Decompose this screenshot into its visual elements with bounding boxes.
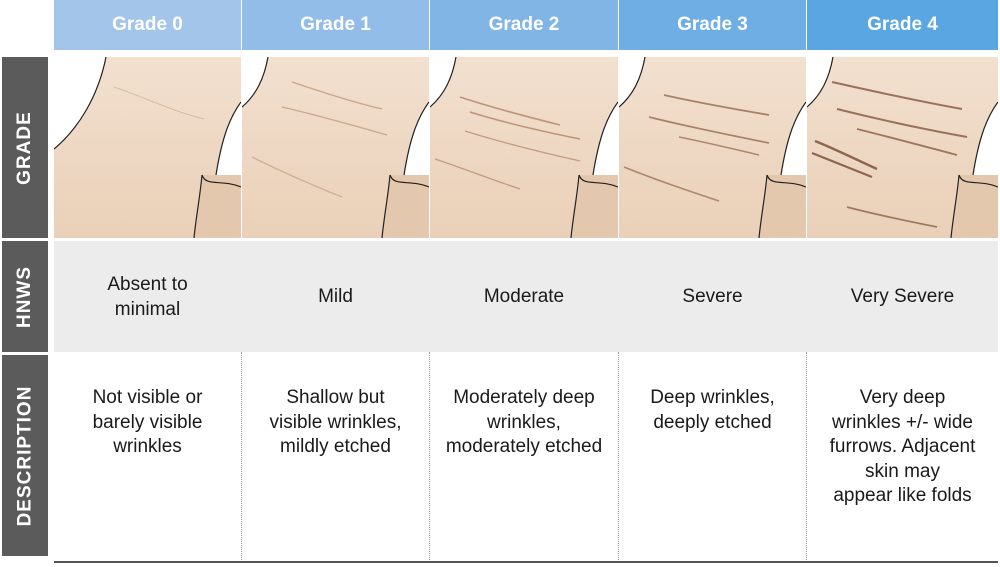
hnws-row-label: HNWS [2,241,48,352]
hnws-grade-0-line-1: Absent to [107,273,188,295]
column-divider [806,352,807,560]
description-grade-3: Deep wrinkles, deeply etched [650,387,775,433]
grade-0-header-label: Grade 0 [112,14,183,35]
description-row-label: DESCRIPTION [2,355,48,556]
hnws-row-background [54,241,998,352]
column-divider [429,352,430,560]
column-divider [241,352,242,560]
grade-2-header: Grade 2 [430,0,618,50]
grade-1-header: Grade 1 [242,0,429,50]
description-grade-0: Not visible or barely visible wrinkles [92,387,203,457]
grade-row-label: GRADE [2,57,48,238]
hnws-grade-0-line-2: minimal [114,298,181,320]
grade-1-header-label: Grade 1 [300,14,371,35]
hnws-grade-0: Absent to minimal [54,241,241,352]
hnws-grade-2: Moderate [483,286,565,307]
neck-illustration-grade-1 [242,57,429,238]
grade-4-header-label: Grade 4 [867,14,938,35]
neck-illustration-grade-2 [430,57,618,238]
hnws-grade-4: Very Severe [850,286,955,307]
neck-illustration-grade-4 [807,57,998,238]
description-grade-1: Shallow but visible wrinkles, mildly etc… [269,387,402,457]
description-grade-2: Moderately deep wrinkles, moderately etc… [445,387,603,457]
grade-3-header: Grade 3 [619,0,806,50]
grade-0-header: Grade 0 [54,0,241,50]
hnws-grade-1: Mild [318,286,353,307]
neck-illustration-grade-3 [619,57,806,238]
neck-illustration-grade-0 [54,57,241,238]
grade-4-header: Grade 4 [807,0,998,50]
hnws-grade-3: Severe [682,286,743,307]
grade-2-header-label: Grade 2 [488,14,560,35]
bottom-rule [54,561,998,563]
grade-3-header-label: Grade 3 [677,14,748,35]
description-grade-4: Very deep wrinkles +/- wide furrows. Adj… [829,387,976,506]
column-divider [618,352,619,560]
